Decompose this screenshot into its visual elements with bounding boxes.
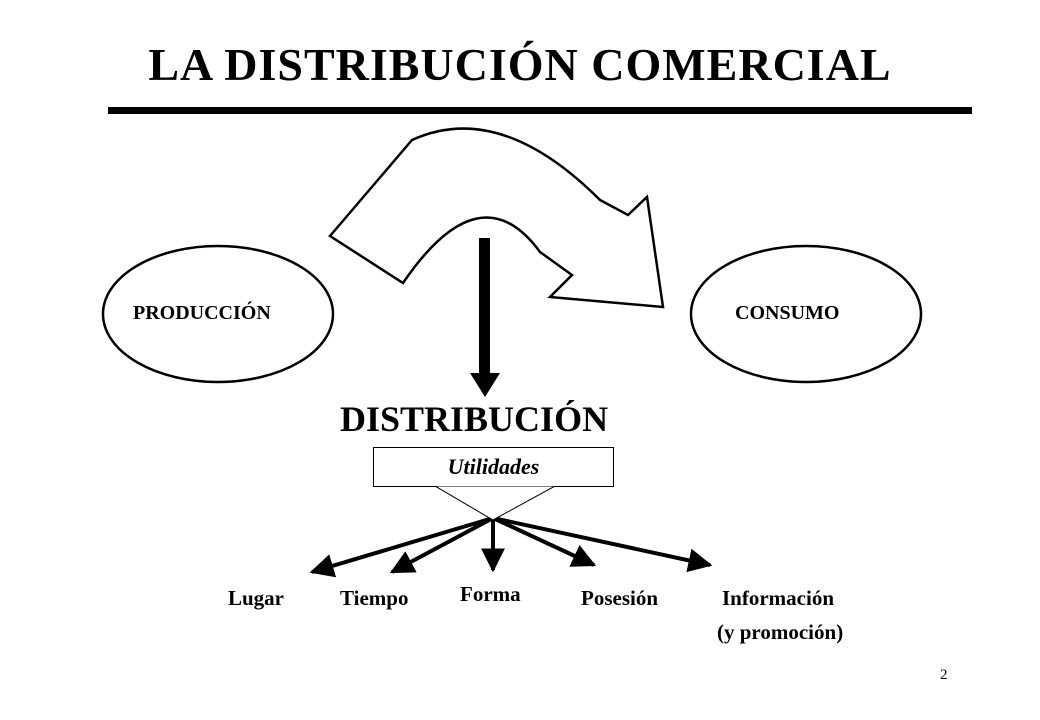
utilities-pointer xyxy=(435,486,555,521)
down-arrow-head xyxy=(470,373,500,397)
page-number: 2 xyxy=(940,667,948,683)
utility-forma: Forma xyxy=(460,582,521,606)
production-label: PRODUCCIÓN xyxy=(133,302,271,324)
distribution-heading: DISTRIBUCIÓN xyxy=(340,399,609,439)
consumption-ellipse xyxy=(689,244,923,384)
down-arrow-shaft xyxy=(479,238,490,373)
utility-arrows xyxy=(309,516,713,578)
arrow-tiempo xyxy=(389,516,494,574)
utilities-box: Utilidades xyxy=(373,447,614,487)
page-title: LA DISTRIBUCIÓN COMERCIAL xyxy=(148,39,892,90)
utility-informacion: Información xyxy=(722,586,834,610)
consumption-label: CONSUMO xyxy=(735,302,840,324)
arrow-informacion xyxy=(492,516,713,573)
utility-lugar: Lugar xyxy=(228,586,285,610)
utility-informacion-sublabel: (y promoción) xyxy=(717,620,844,644)
utility-tiempo: Tiempo xyxy=(340,586,409,610)
arrow-posesion xyxy=(492,516,597,567)
flow-block-arrow xyxy=(328,127,665,309)
utility-posesion: Posesión xyxy=(581,586,659,610)
production-ellipse xyxy=(101,244,335,384)
utilities-label: Utilidades xyxy=(447,454,540,479)
arrow-lugar xyxy=(309,516,494,578)
title-underline xyxy=(108,107,972,114)
